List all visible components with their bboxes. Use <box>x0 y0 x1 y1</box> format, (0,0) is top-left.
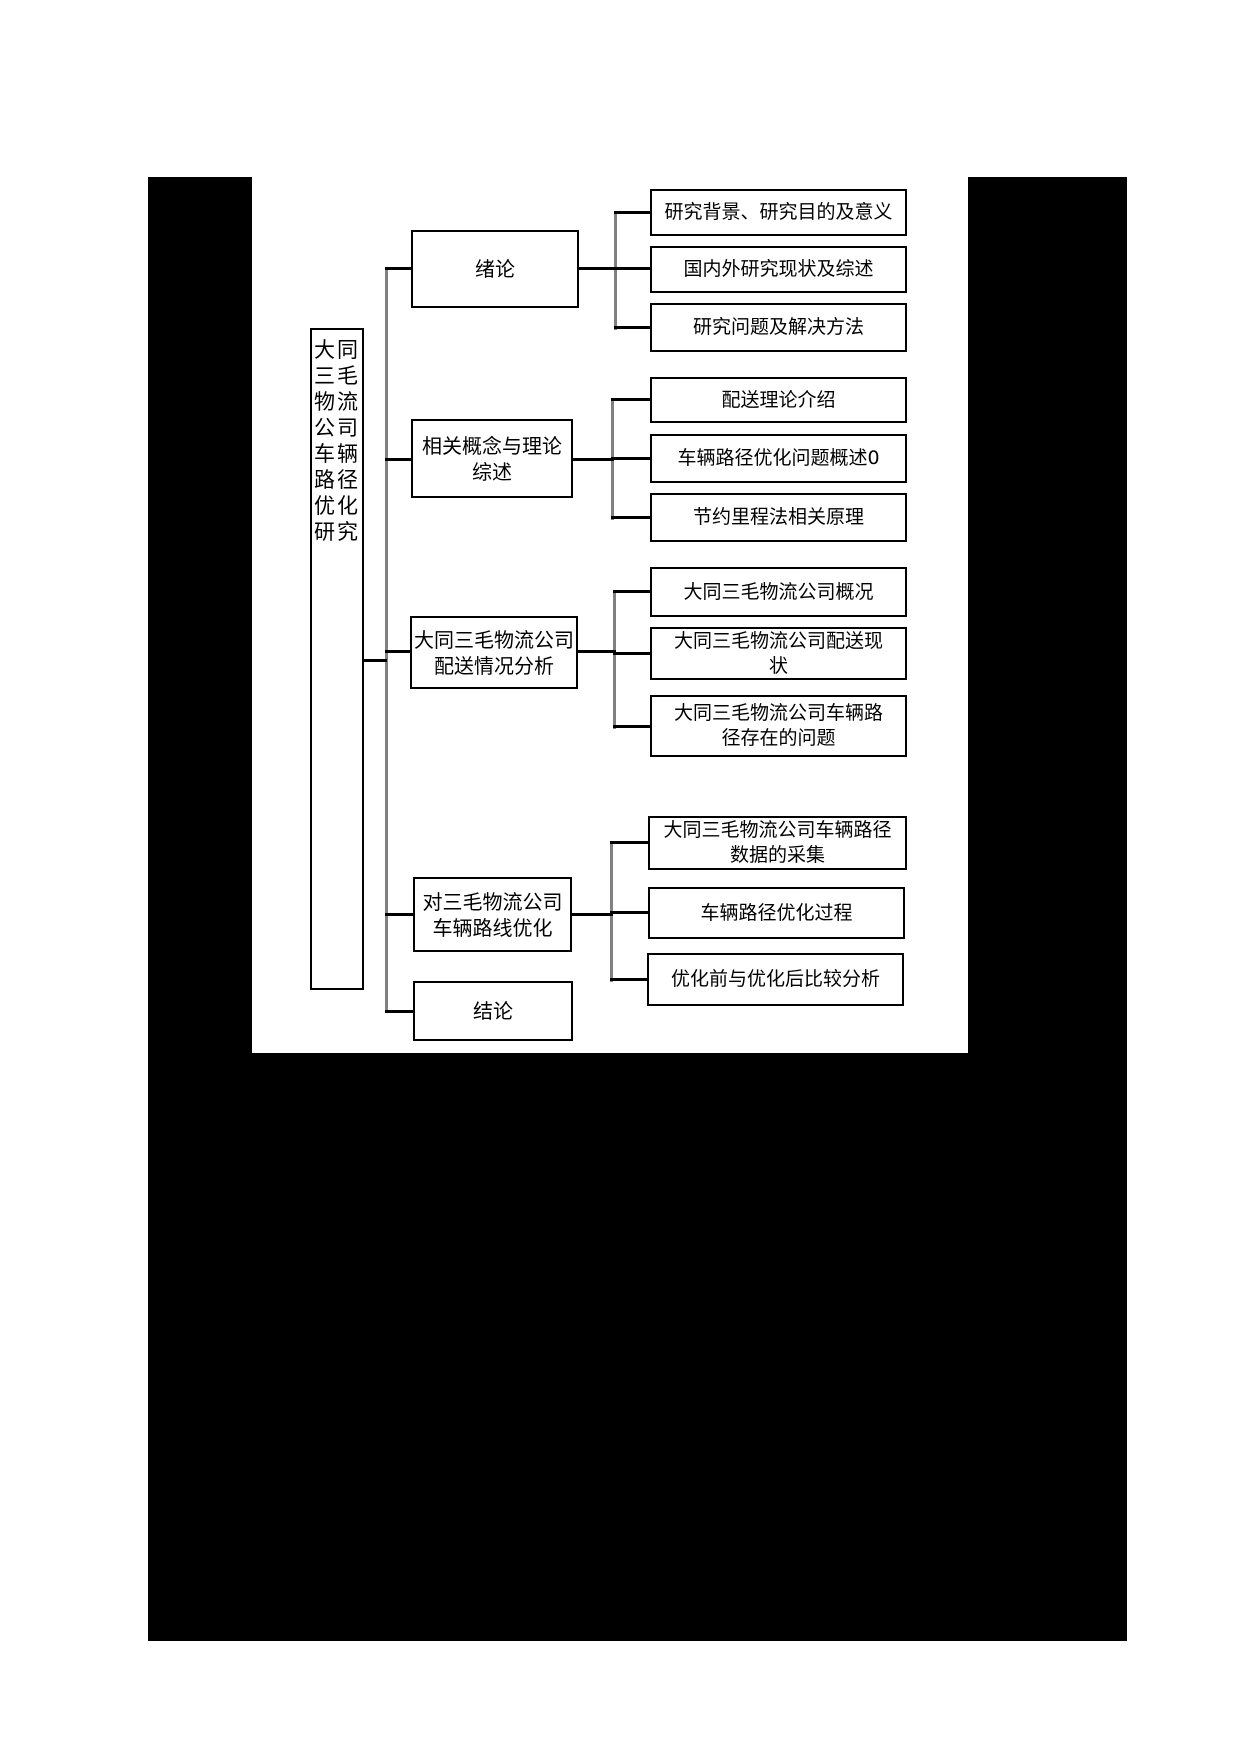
connector-line <box>614 267 650 270</box>
node-concepts-theory-review: 相关概念与理论 综述 <box>411 419 573 498</box>
leaf-node: 研究问题及解决方法 <box>650 303 907 352</box>
connector-line <box>614 326 650 329</box>
group-trunk-line <box>613 591 616 729</box>
connector-line <box>610 978 647 981</box>
diagram-panel: 大同 三毛 物流 公司 车辆 路径 优化 研究 绪论 相关概念与理论 综述 大同… <box>252 177 968 1053</box>
leaf-node: 优化前与优化后比较分析 <box>647 953 904 1006</box>
connector-line <box>610 841 648 844</box>
connector-line <box>576 650 616 653</box>
node-distribution-situation-analysis: 大同三毛物流公司 配送情况分析 <box>410 616 578 689</box>
connector-line <box>614 211 650 214</box>
connector-line <box>611 516 650 519</box>
connector-line <box>613 590 650 593</box>
connector-line <box>385 650 412 653</box>
connector-line <box>577 267 617 270</box>
main-trunk-line <box>385 268 388 1012</box>
connector-line <box>613 652 650 655</box>
leaf-node: 研究背景、研究目的及意义 <box>650 189 907 236</box>
node-introduction: 绪论 <box>411 230 579 308</box>
leaf-node: 节约里程法相关原理 <box>650 493 907 542</box>
root-node: 大同 三毛 物流 公司 车辆 路径 优化 研究 <box>310 328 364 990</box>
connector-line <box>611 457 650 460</box>
connector-line <box>571 458 614 461</box>
connector-line <box>570 913 613 916</box>
leaf-node: 大同三毛物流公司配送现 状 <box>650 627 907 680</box>
leaf-node: 车辆路径优化过程 <box>648 887 905 939</box>
node-vehicle-route-optimization: 对三毛物流公司 车辆路线优化 <box>413 877 572 952</box>
leaf-node: 国内外研究现状及综述 <box>650 246 907 293</box>
leaf-node: 车辆路径优化问题概述0 <box>650 434 907 483</box>
leaf-node: 大同三毛物流公司车辆路径 数据的采集 <box>648 816 907 870</box>
root-connector-line <box>362 659 387 662</box>
leaf-node: 大同三毛物流公司车辆路 径存在的问题 <box>650 695 907 757</box>
connector-line <box>610 911 648 914</box>
connector-line <box>613 725 650 728</box>
connector-line <box>385 458 413 461</box>
connector-line <box>611 398 650 401</box>
group-trunk-line <box>614 212 617 330</box>
connector-line <box>385 913 415 916</box>
node-conclusion: 结论 <box>413 981 573 1041</box>
connector-line <box>385 1010 415 1013</box>
leaf-node: 大同三毛物流公司概况 <box>650 567 907 617</box>
leaf-node: 配送理论介绍 <box>650 377 907 423</box>
connector-line <box>385 267 413 270</box>
